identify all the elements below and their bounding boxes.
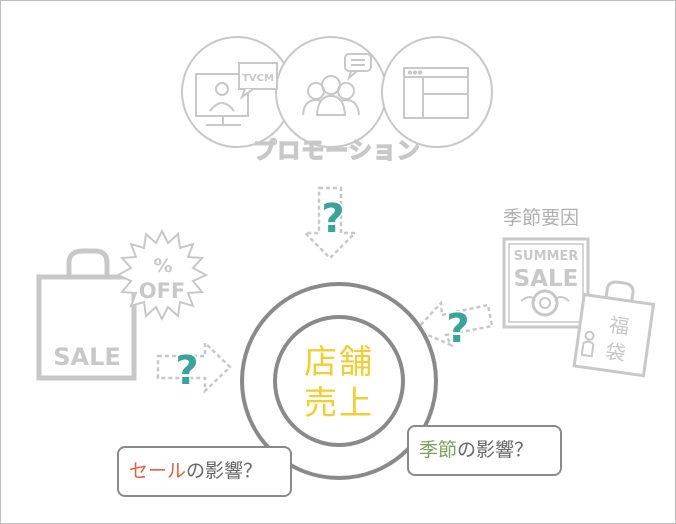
off-badge-percent: % xyxy=(153,255,172,277)
store-sales-line1: 店舗 xyxy=(304,342,374,381)
lucky-bag-icon: 福 袋 xyxy=(572,280,656,378)
off-badge-text: OFF xyxy=(139,279,186,303)
question-mark-promotion: ? xyxy=(321,196,344,242)
sale-arrow xyxy=(156,340,232,394)
sale-bag-icon: SALE xyxy=(36,248,137,381)
question-mark-season: ? xyxy=(446,306,469,352)
tvcm-text: TVCM xyxy=(242,73,274,84)
season-impact-highlight: 季節 xyxy=(419,439,458,461)
tv-icon: TVCM xyxy=(195,62,278,126)
web-circle xyxy=(381,36,493,148)
lucky-bag-char2: 袋 xyxy=(604,339,627,366)
season-impact-bubble: 季節の影響？ xyxy=(407,425,562,476)
lucky-bag-char1: 福 xyxy=(608,313,631,340)
browser-icon xyxy=(403,67,469,119)
sale-impact-rest: の影響？ xyxy=(186,460,263,482)
summer-sale-line2: SALE xyxy=(514,266,579,292)
season-arrow xyxy=(413,300,494,348)
summer-sale-line1: SUMMER xyxy=(514,249,579,264)
season-factor-label: 季節要因 xyxy=(503,207,580,229)
promotion-arrow xyxy=(301,186,359,260)
question-mark-sale: ? xyxy=(175,348,198,394)
sale-bag-text: SALE xyxy=(53,343,121,371)
sale-impact-bubble: セールの影響？ xyxy=(117,446,292,497)
promotion-label: プロモーション xyxy=(252,137,421,165)
center-target xyxy=(240,282,438,480)
store-sales-line2: 売上 xyxy=(304,383,374,422)
season-impact-rest: の影響？ xyxy=(457,439,534,461)
sale-impact-highlight: セール xyxy=(129,460,187,482)
question-marks: ? ? ? xyxy=(174,195,471,396)
store-sales-label: 店舗 売上 xyxy=(289,341,389,423)
people-icon xyxy=(302,53,372,116)
summer-sale-sign: SUMMER SALE xyxy=(502,237,590,329)
off-badge: % OFF xyxy=(115,228,209,322)
